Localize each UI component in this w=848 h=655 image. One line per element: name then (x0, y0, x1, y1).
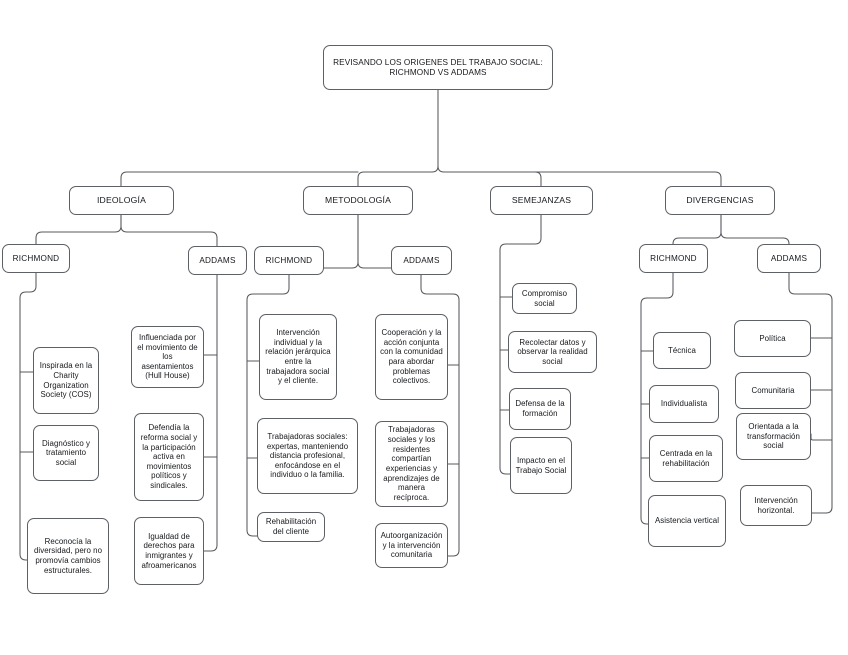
leaf-label: Cooperación y la acción conjunta con la … (380, 328, 443, 386)
category-label-semejanzas: SEMEJANZAS (511, 195, 572, 206)
leaf-node[interactable]: Centrada en la rehabilitación (649, 435, 723, 482)
leaf-label: Intervención individual y la relación je… (265, 328, 331, 386)
leaf-node[interactable]: Autoorganización y la intervención comun… (375, 523, 448, 568)
leaf-node[interactable]: Compromiso social (512, 283, 577, 314)
leaf-node[interactable]: Intervención horizontal. (740, 485, 812, 526)
leaf-label: Inspirada en la Charity Organization Soc… (39, 361, 93, 400)
leaf-node[interactable]: Impacto en el Trabajo Social (510, 437, 572, 494)
person-label: ADDAMS (403, 255, 440, 265)
leaf-label: Centrada en la rehabilitación (659, 448, 713, 468)
leaf-label: Defendía la reforma social y la particip… (140, 423, 198, 491)
category-node-semejanzas[interactable]: SEMEJANZAS (490, 186, 593, 215)
wire-root-stem (437, 88, 445, 173)
leaf-label: Reconocía la diversidad, pero no promoví… (33, 536, 103, 575)
leaf-node[interactable]: Inspirada en la Charity Organization Soc… (33, 347, 99, 414)
leaf-node[interactable]: Comunitaria (735, 372, 811, 409)
leaf-label: Política (759, 333, 786, 343)
leaf-node[interactable]: Política (734, 320, 811, 357)
leaf-node[interactable]: Reconocía la diversidad, pero no promoví… (27, 518, 109, 594)
category-label-divergencias: DIVERGENCIAS (686, 195, 754, 206)
person-node-ideologia-richmond[interactable]: RICHMOND (2, 244, 70, 273)
wire-bus-to-ideologia (120, 171, 359, 187)
leaf-label: Rehabilitación del cliente (265, 517, 317, 536)
category-label-metodologia: METODOLOGÍA (324, 195, 392, 206)
leaf-node[interactable]: Individualista (649, 385, 719, 423)
wire-bus-to-divergencias (443, 171, 722, 187)
leaf-node[interactable]: Defendía la reforma social y la particip… (134, 413, 204, 501)
person-node-divergencias-addams[interactable]: ADDAMS (757, 244, 821, 273)
wire-divergencias-addams (720, 213, 790, 245)
leaf-node[interactable]: Trabajadoras sociales y los residentes c… (375, 421, 448, 507)
wire-ideo-addams-trunk (203, 274, 218, 552)
person-label: RICHMOND (265, 255, 313, 265)
leaf-label: Trabajadoras sociales: expertas, manteni… (266, 431, 349, 480)
person-label: ADDAMS (770, 253, 808, 263)
leaf-node[interactable]: Recolectar datos y observar la realidad … (508, 331, 597, 373)
wire-ideologia-addams (120, 213, 218, 247)
category-node-ideologia[interactable]: IDEOLOGÍA (69, 186, 174, 215)
leaf-node[interactable]: Asistencia vertical (648, 495, 726, 547)
leaf-label: Influenciada por el movimiento de los as… (137, 332, 198, 381)
person-label: RICHMOND (12, 253, 60, 263)
leaf-node[interactable]: Técnica (653, 332, 711, 369)
leaf-node[interactable]: Orientada a la transformación social (736, 413, 811, 460)
leaf-label: Compromiso social (521, 288, 568, 308)
person-label: RICHMOND (650, 253, 697, 263)
wire-ideo-richmond-trunk (19, 272, 37, 561)
wire-bus-to-semejanzas (443, 171, 542, 187)
leaf-node[interactable]: Cooperación y la acción conjunta con la … (375, 314, 448, 400)
leaf-node[interactable]: Defensa de la formación (509, 388, 571, 430)
leaf-node[interactable]: Diagnóstico y tratamiento social (33, 425, 99, 481)
person-node-divergencias-richmond[interactable]: RICHMOND (639, 244, 708, 273)
person-node-ideologia-addams[interactable]: ADDAMS (188, 246, 247, 275)
leaf-label: Diagnóstico y tratamiento social (41, 438, 91, 467)
leaf-label: Autoorganización y la intervención comun… (380, 531, 443, 560)
leaf-label: Técnica (668, 345, 696, 355)
leaf-label: Comunitaria (751, 385, 795, 395)
leaf-node[interactable]: Intervención individual y la relación je… (259, 314, 337, 400)
category-node-metodologia[interactable]: METODOLOGÍA (303, 186, 413, 215)
leaf-node[interactable]: Trabajadoras sociales: expertas, manteni… (257, 418, 358, 494)
root-node[interactable]: REVISANDO LOS ORIGENES DEL TRABAJO SOCIA… (323, 45, 553, 90)
leaf-node[interactable]: Igualdad de derechos para inmigrantes y … (134, 517, 204, 585)
leaf-node[interactable]: Rehabilitación del cliente (257, 512, 325, 542)
wire-root-stem-left (431, 165, 439, 173)
leaf-label: Impacto en el Trabajo Social (515, 455, 567, 475)
leaf-label: Recolectar datos y observar la realidad … (517, 337, 588, 366)
leaf-label: Intervención horizontal. (754, 495, 798, 515)
category-node-divergencias[interactable]: DIVERGENCIAS (665, 186, 775, 215)
wire-ideologia-richmond (35, 213, 122, 245)
person-node-metodologia-richmond[interactable]: RICHMOND (254, 246, 324, 275)
leaf-node[interactable]: Influenciada por el movimiento de los as… (131, 326, 204, 388)
leaf-label: Orientada a la transformación social (747, 422, 800, 451)
wire-divergencias-richmond (672, 213, 722, 245)
category-label-ideologia: IDEOLOGÍA (96, 195, 147, 206)
wire-bus-to-metodologia (357, 171, 433, 187)
root-node-label: REVISANDO LOS ORIGENES DEL TRABAJO SOCIA… (333, 57, 543, 77)
leaf-label: Igualdad de derechos para inmigrantes y … (141, 531, 197, 570)
leaf-label: Trabajadoras sociales y los residentes c… (383, 425, 440, 502)
person-label: ADDAMS (199, 255, 236, 265)
person-node-metodologia-addams[interactable]: ADDAMS (391, 246, 452, 275)
wire-div-addams-stub-3 (810, 433, 833, 441)
leaf-label: Individualista (660, 399, 708, 409)
leaf-label: Asistencia vertical (654, 516, 720, 526)
leaf-label: Defensa de la formación (515, 399, 565, 418)
